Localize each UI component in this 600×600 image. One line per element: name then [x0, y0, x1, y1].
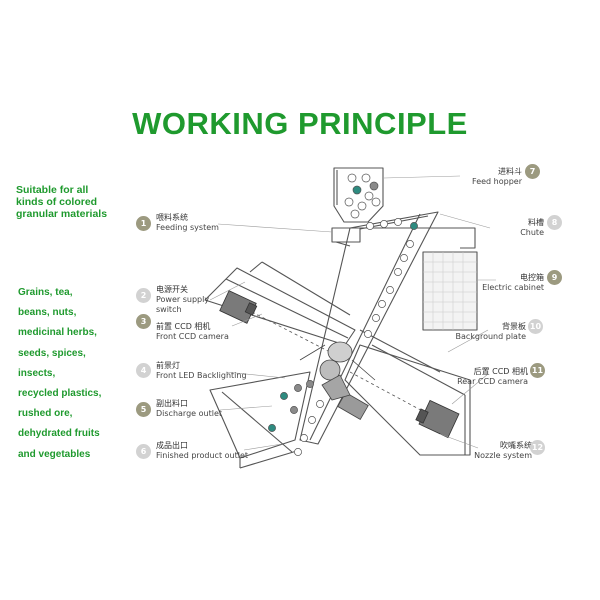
component-label-en: Front LED Backlighting [156, 371, 247, 380]
component-label-front-ccd-camera: 前置 CCD 相机 Front CCD camera [156, 322, 229, 342]
component-label-zh: 电控箱 [520, 273, 544, 282]
feeding-tray [331, 227, 361, 243]
component-label-en: Rear CCD camera [457, 377, 528, 386]
component-label-nozzle-system: 吹嘴系统 Nozzle system [430, 441, 532, 461]
component-label-en: Chute [520, 228, 544, 237]
material-item: Grains, tea, [18, 287, 73, 298]
component-label-en: Feed hopper [472, 177, 522, 186]
chute-particles [364, 218, 418, 338]
component-number-badge: 3 [136, 314, 151, 329]
component-number-badge: 7 [525, 164, 540, 179]
rear-ccd-camera [415, 399, 460, 439]
component-label-zh: 背景板 [502, 322, 526, 331]
sorted-particles [268, 380, 324, 456]
component-label-zh: 前景灯 [156, 361, 180, 370]
component-label-zh: 进料斗 [498, 167, 522, 176]
hopper-particles [344, 173, 381, 219]
component-label-discharge-outlet: 副出料口 Discharge outlet [156, 399, 222, 419]
component-label-en: Nozzle system [474, 451, 532, 460]
front-light-housing [209, 371, 311, 459]
component-label-en: Electric cabinet [482, 283, 544, 292]
discharge-block [337, 392, 369, 420]
page-title: WORKING PRINCIPLE [132, 106, 468, 141]
chute [299, 211, 439, 445]
component-label-feeding-system: 喂料系统 Feeding system [156, 213, 219, 233]
component-label-zh: 前置 CCD 相机 [156, 322, 211, 331]
component-label-en: Power supply switch [156, 295, 210, 314]
component-number-badge: 5 [136, 402, 151, 417]
component-number-badge: 2 [136, 288, 151, 303]
component-label-en: Feeding system [156, 223, 219, 232]
feed-hopper [333, 167, 384, 223]
material-item: and vegetables [18, 448, 91, 460]
material-item: beans, nuts, [18, 307, 77, 319]
component-number-badge: 10 [528, 319, 543, 334]
front-ccd-camera [219, 290, 258, 324]
component-label-en: Discharge outlet [156, 409, 222, 418]
component-label-en: Background plate [455, 332, 526, 341]
material-item: dehydrated fruits [18, 428, 100, 440]
component-label-zh: 电源开关 [156, 285, 188, 294]
component-label-front-led: 前景灯 Front LED Backlighting [156, 361, 247, 381]
nozzle-assembly [299, 341, 376, 401]
suitable-line: Suitable for all [16, 184, 89, 196]
component-number-badge: 4 [136, 363, 151, 378]
suitable-line: granular materials [16, 208, 108, 220]
component-number-badge: 11 [530, 363, 545, 378]
material-item: rushed ore, [18, 408, 73, 420]
component-label-en: Front CCD camera [156, 332, 229, 341]
component-number-badge: 1 [136, 216, 151, 231]
material-item: seeds, spices, [18, 347, 86, 359]
component-number-badge: 8 [547, 215, 562, 230]
material-item: recycled plastics, [18, 388, 102, 400]
component-label-rear-ccd-camera: 后置 CCD 相机 Rear CCD camera [430, 367, 528, 387]
component-number-badge: 6 [136, 444, 151, 459]
component-label-zh: 料槽 [528, 218, 544, 227]
rear-camera-housing [344, 344, 471, 456]
component-label-finished-outlet: 成品出口 Finished product outlet [156, 441, 248, 461]
component-label-en: Finished product outlet [156, 451, 249, 460]
component-label-zh: 喂料系统 [156, 213, 188, 222]
component-label-zh: 副出料口 [156, 399, 188, 408]
component-number-badge: 12 [530, 440, 545, 455]
suitable-line: kinds of colored [16, 196, 98, 208]
suitable-note: Suitable for all kinds of colored granul… [16, 184, 136, 220]
component-number-badge: 9 [547, 270, 562, 285]
component-label-electric-cabinet: 电控箱 Electric cabinet [440, 273, 544, 293]
component-label-chute: 料槽 Chute [420, 218, 544, 238]
component-label-power-switch: 电源开关 Power supply switch [156, 285, 226, 315]
component-label-zh: 成品出口 [156, 441, 188, 450]
component-label-zh: 吹嘴系统 [500, 441, 532, 450]
materials-list: Grains, tea, beans, nuts, medicinal herb… [18, 283, 138, 465]
electric-cabinet [422, 251, 478, 331]
component-label-feed-hopper: 进料斗 Feed hopper [420, 167, 522, 187]
material-item: medicinal herbs, [18, 327, 97, 339]
material-item: insects, [18, 367, 56, 379]
component-label-zh: 后置 CCD 相机 [473, 367, 528, 376]
component-label-background-plate: 背景板 Background plate [430, 322, 526, 342]
